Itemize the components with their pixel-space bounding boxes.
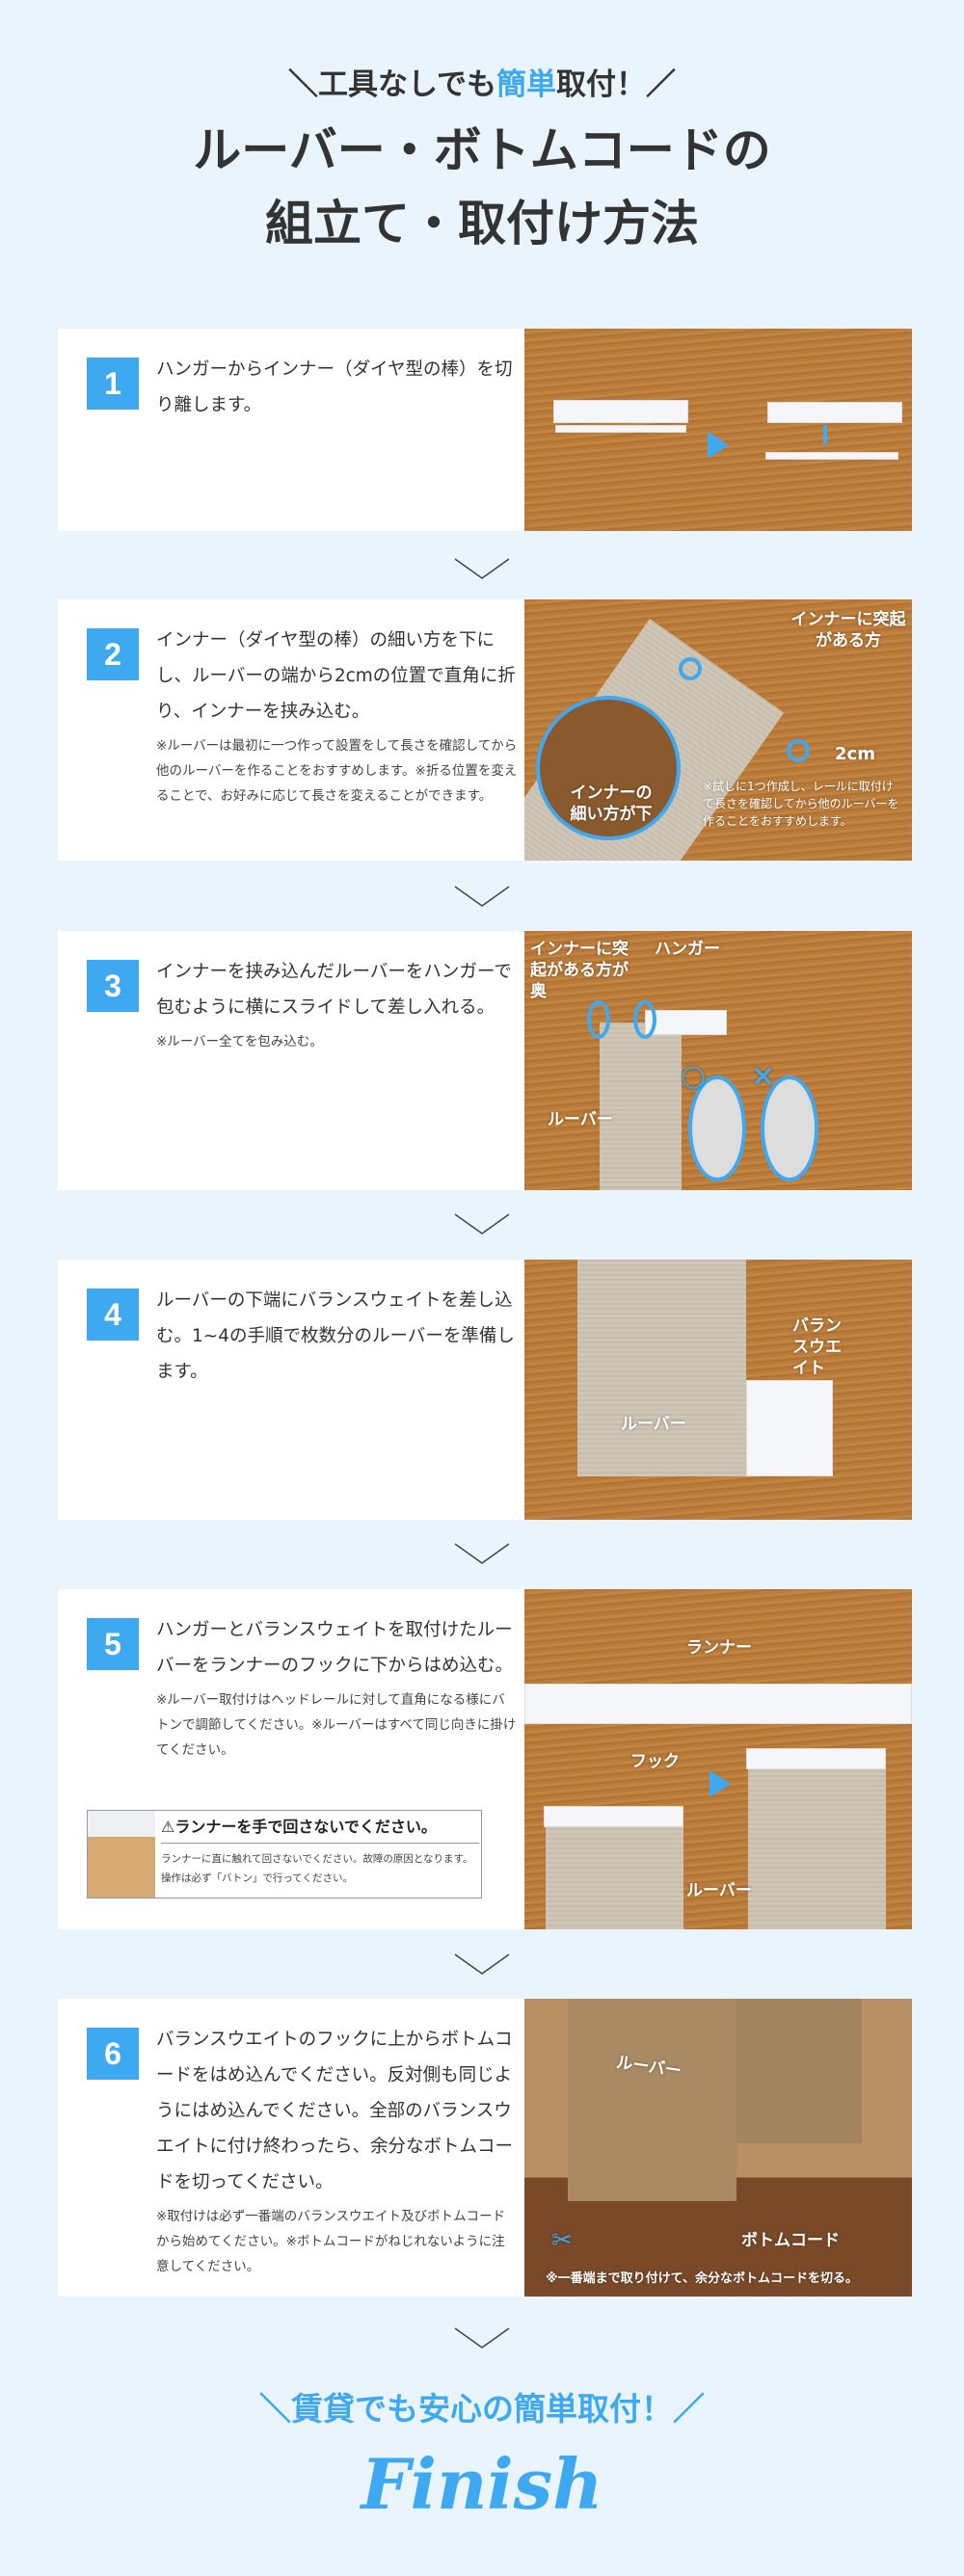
ok-icon: ○: [681, 1059, 707, 1093]
step-text: ハンガーからインナー（ダイヤ型の棒）を切り離します。: [156, 359, 513, 415]
step-note: ※ルーバー全てを包み込む。: [156, 1034, 323, 1049]
header-tagline: ＼工具なしでも簡単取付！／: [287, 67, 677, 102]
step-text: インナーを挟み込んだルーバーをハンガーで包むように横にスライドして差し入れる。: [156, 962, 512, 1018]
step-3-photo: インナーに突起がある方が奥 ハンガー ルーバー ○ ×: [524, 931, 912, 1190]
arrow-right-icon: [708, 432, 729, 459]
chevron-down-icon: [454, 558, 510, 579]
chevron-down-icon: [454, 886, 510, 907]
hanger: [767, 402, 902, 423]
step-text: ルーバーの下端にバランスウェイトを差し込む。1~4の手順で枚数分のルーバーを準備…: [156, 1290, 515, 1382]
step-2-card: 2 インナー（ダイヤ型の棒）の細い方を下にし、ルーバーの端から2cmの位置で直角…: [58, 599, 912, 861]
hanger: [553, 400, 688, 423]
warning-box: ⚠ランナーを手で回さないでください。 ランナーに直に触れて回さないでください。故…: [87, 1810, 482, 1899]
step-5-card: 5 ハンガーとバランスウェイトを取付けたルーバーをランナーのフックに下からはめ込…: [58, 1589, 912, 1929]
head-rail: [524, 1684, 912, 1724]
finish-logo: Finish: [361, 2443, 603, 2525]
step-number-badge: 5: [87, 1618, 139, 1670]
step-4-photo: ルーバー バランスウエイト: [524, 1260, 912, 1520]
step-4-card: 4 ルーバーの下端にバランスウェイトを差し込む。1~4の手順で枚数分のルーバーを…: [58, 1260, 912, 1520]
step-3-card: 3 インナーを挟み込んだルーバーをハンガーで包むように横にスライドして差し入れる…: [58, 931, 912, 1190]
louver: [546, 1827, 683, 1929]
step-6-card: 6 バランスウエイトのフックに上からボトムコードをはめ込んでください。反対側も同…: [58, 1999, 912, 2297]
ng-icon: ×: [751, 1059, 776, 1093]
step-1-card: 1 ハンガーからインナー（ダイヤ型の棒）を切り離します。: [58, 329, 912, 531]
step-text: ハンガーとバランスウェイトを取付けたルーバーをランナーのフックに下からはめ込む。: [156, 1620, 514, 1676]
chevron-down-icon: [454, 1213, 510, 1235]
balance-weight: [746, 1380, 833, 1476]
step-number-badge: 6: [87, 2028, 139, 2080]
warning-icon: ⚠: [161, 1818, 175, 1836]
step-text: インナー（ダイヤ型の棒）の細い方を下にし、ルーバーの端から2cmの位置で直角に折…: [156, 630, 516, 722]
chevron-down-icon: [454, 2327, 510, 2349]
step-note: ※ルーバーは最初に一つ作って設置をして長さを確認してから他のルーバーを作ることを…: [156, 738, 518, 804]
arrow-down-icon: [823, 425, 827, 444]
footer-tagline: ＼賃貸でも安心の簡単取付！／: [259, 2390, 705, 2428]
louver: [600, 1022, 682, 1190]
page-title: ルーバー・ボトムコードの組立て・取付け方法: [193, 122, 771, 252]
step-note: ※取付けは必ず一番端のバランスウエイト及びボトムコードから始めてください。※ボト…: [156, 2209, 506, 2274]
arrow-right-icon: [710, 1770, 731, 1797]
step-1-photo: [524, 329, 912, 531]
louver: [748, 1769, 886, 1929]
step-5-photo: ランナー フック ルーバー: [524, 1589, 912, 1929]
zoom-circle: [536, 696, 681, 840]
step-number-badge: 2: [87, 628, 139, 680]
runner-photo: [88, 1811, 155, 1898]
hanger: [645, 1010, 727, 1035]
chevron-down-icon: [454, 1953, 510, 1975]
louver: [736, 1999, 862, 2143]
inner-rod: [765, 452, 898, 460]
step-2-photo: インナーに突起がある方 インナーの細い方が下 2cm ※試しに1つ作成し、レール…: [524, 599, 912, 861]
louver: [568, 1999, 736, 2201]
step-number-badge: 1: [87, 358, 139, 410]
scissors-icon: ✂: [551, 2226, 573, 2255]
chevron-down-icon: [454, 1543, 510, 1564]
step-number-badge: 3: [87, 960, 139, 1012]
inner-rod: [555, 425, 686, 433]
louver: [577, 1260, 746, 1476]
step-6-photo: ルーバー ボトムコード ✂ ※一番端まで取り付けて、余分なボトムコードを切る。: [524, 1999, 912, 2297]
step-note: ※ルーバー取付けはヘッドレールに対して直角になる様にバトンで調節してください。※…: [156, 1692, 517, 1758]
step-text: バランスウエイトのフックに上からボトムコードをはめ込んでください。反対側も同じよ…: [156, 2030, 514, 2192]
step-number-badge: 4: [87, 1288, 139, 1341]
